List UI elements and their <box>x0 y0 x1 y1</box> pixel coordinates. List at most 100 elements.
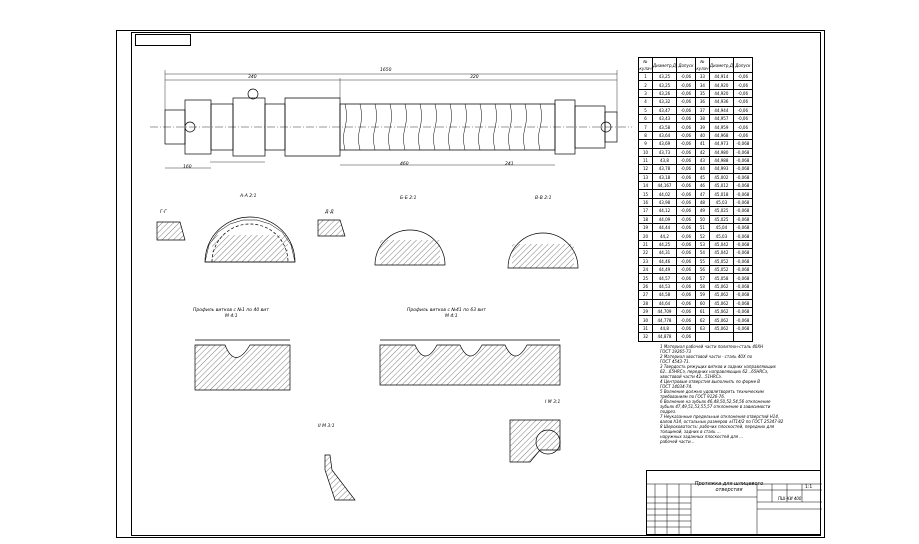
table-cell: 45,03 <box>708 231 734 241</box>
table-cell: 44,58 <box>652 290 677 300</box>
section-label-g-g: Г-Г <box>160 210 167 215</box>
section-v-v <box>507 232 579 269</box>
table-cell: 50 <box>694 214 710 225</box>
table-cell: 43,32 <box>652 97 677 107</box>
drawing-scale: 1:1 <box>805 485 813 490</box>
table-cell: -0,06 <box>732 80 753 90</box>
dimension-lines <box>164 70 618 169</box>
table-header: Диаметр,Д <box>652 57 677 73</box>
table-cell: 24 <box>638 264 653 275</box>
table-cell: -0,06 <box>675 214 696 225</box>
table-cell: 57 <box>694 273 710 283</box>
note-line: зубьях 47,49,51,53,55,57 отклонение в за… <box>660 404 771 409</box>
table-cell: 43,43 <box>652 113 677 124</box>
table-cell: 45,062 <box>708 323 734 334</box>
table-cell: 41 <box>694 139 710 149</box>
table-cell: -0,06 <box>675 298 696 308</box>
table-cell: -0,06 <box>675 281 696 292</box>
table-cell: 29 <box>638 306 653 317</box>
table-cell: 31 <box>638 323 653 334</box>
table-cell: 17 <box>638 206 653 216</box>
table-cell: -0,06 <box>675 264 696 275</box>
drawing-code: ПШ-КИ 400 <box>778 496 802 501</box>
table-cell: 2 <box>638 80 653 90</box>
table-cell: -0,06 <box>675 315 696 325</box>
corner-stamp <box>135 34 191 46</box>
table-cell: -0,06 <box>675 88 696 99</box>
table-cell: 43,18 <box>652 172 677 183</box>
table-cell: -0,068 <box>732 248 753 258</box>
note-line: валов h14, остальных размеров ±IT14/2 по… <box>660 419 784 424</box>
table-cell: -0,06 <box>675 97 696 107</box>
table-cell: 45,052 <box>708 264 734 275</box>
dim-mid: 320 <box>470 75 479 80</box>
table-cell <box>732 332 753 342</box>
table-cell: 1 <box>638 71 653 82</box>
drawing-frame <box>131 32 821 536</box>
detail-label-1: Профиль витков с №1 по 40 вит <box>193 308 269 313</box>
table-cell <box>708 332 734 342</box>
table-cell: 46 <box>694 181 710 191</box>
table-cell: -0,06 <box>675 105 696 115</box>
broach-main-view <box>150 88 632 157</box>
table-cell: -0,068 <box>732 189 753 199</box>
table-cell: 43,26 <box>652 88 677 99</box>
table-cell: 43,64 <box>652 130 677 141</box>
table-cell: -0,06 <box>675 122 696 132</box>
table-cell: -0,06 <box>732 130 753 141</box>
table-cell: -0,06 <box>675 306 696 317</box>
table-cell: 12 <box>638 164 653 174</box>
table-cell: 20 <box>638 231 653 241</box>
table-cell: 28 <box>638 298 653 308</box>
table-cell: -0,06 <box>675 181 696 191</box>
table-cell: 56 <box>694 264 710 275</box>
note-line: 4 Центровые отверстия выполнить по форме… <box>660 379 761 384</box>
table-cell: -0,06 <box>675 164 696 174</box>
table-cell: -0,06 <box>675 323 696 334</box>
table-cell: 44,25 <box>652 239 677 250</box>
table-cell: 44,878 <box>652 332 677 342</box>
table-cell: 44,778 <box>652 315 677 325</box>
table-cell: 30 <box>638 315 653 325</box>
table-cell: -0,068 <box>732 239 753 250</box>
table-cell: 55 <box>694 256 710 267</box>
table-cell: 52 <box>694 231 710 241</box>
profile-detail-2 <box>379 339 561 386</box>
table-cell: 44,31 <box>652 248 677 258</box>
dim-right-b: 241 <box>505 162 514 167</box>
table-cell: 19 <box>638 223 653 233</box>
table-cell: 58 <box>694 281 710 292</box>
table-cell: 43,73 <box>652 147 677 157</box>
table-cell: 16 <box>638 197 653 208</box>
note-line: 8 Шероховатость: рабочих плоскостей, пер… <box>660 424 775 429</box>
profile-detail-1 <box>194 339 291 391</box>
table-cell: 39 <box>694 122 710 132</box>
table-cell: -0,06 <box>675 80 696 90</box>
table-cell: 44,920 <box>708 88 734 99</box>
table-cell: -0,068 <box>732 264 753 275</box>
table-cell: -0,06 <box>732 71 753 82</box>
detail-i <box>509 419 561 463</box>
detail-label-ii: II М 3:1 <box>318 424 335 429</box>
table-cell: 36 <box>694 97 710 107</box>
table-cell: 44,944 <box>708 105 734 115</box>
table-cell: -0,068 <box>732 323 753 334</box>
table-cell: -0,06 <box>675 290 696 300</box>
table-cell: -0,068 <box>732 273 753 283</box>
table-cell: 43,8 <box>652 155 677 166</box>
table-cell: 11 <box>638 155 653 166</box>
table-cell: 26 <box>638 281 653 292</box>
table-cell: 59 <box>694 290 710 300</box>
table-cell: 45,025 <box>708 214 734 225</box>
table-cell: 45,062 <box>708 315 734 325</box>
